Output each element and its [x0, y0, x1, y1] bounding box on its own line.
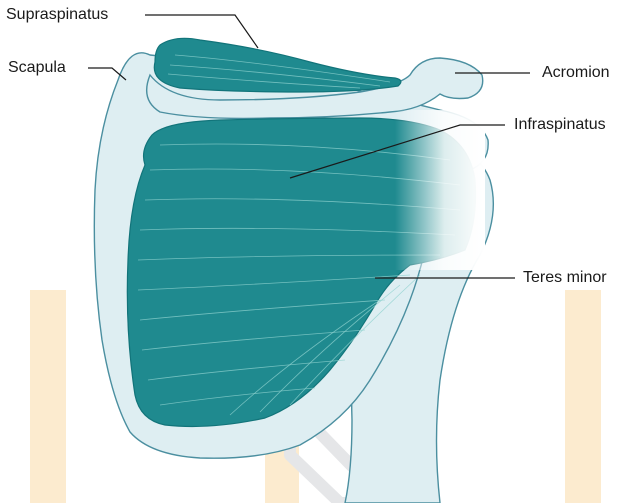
- label-infraspinatus: Infraspinatus: [514, 116, 606, 134]
- label-supraspinatus: Supraspinatus: [6, 6, 108, 24]
- label-teres-minor: Teres minor: [523, 269, 607, 287]
- muscle-fade-overlay: [395, 110, 485, 270]
- label-scapula: Scapula: [8, 59, 66, 77]
- label-acromion: Acromion: [542, 64, 610, 82]
